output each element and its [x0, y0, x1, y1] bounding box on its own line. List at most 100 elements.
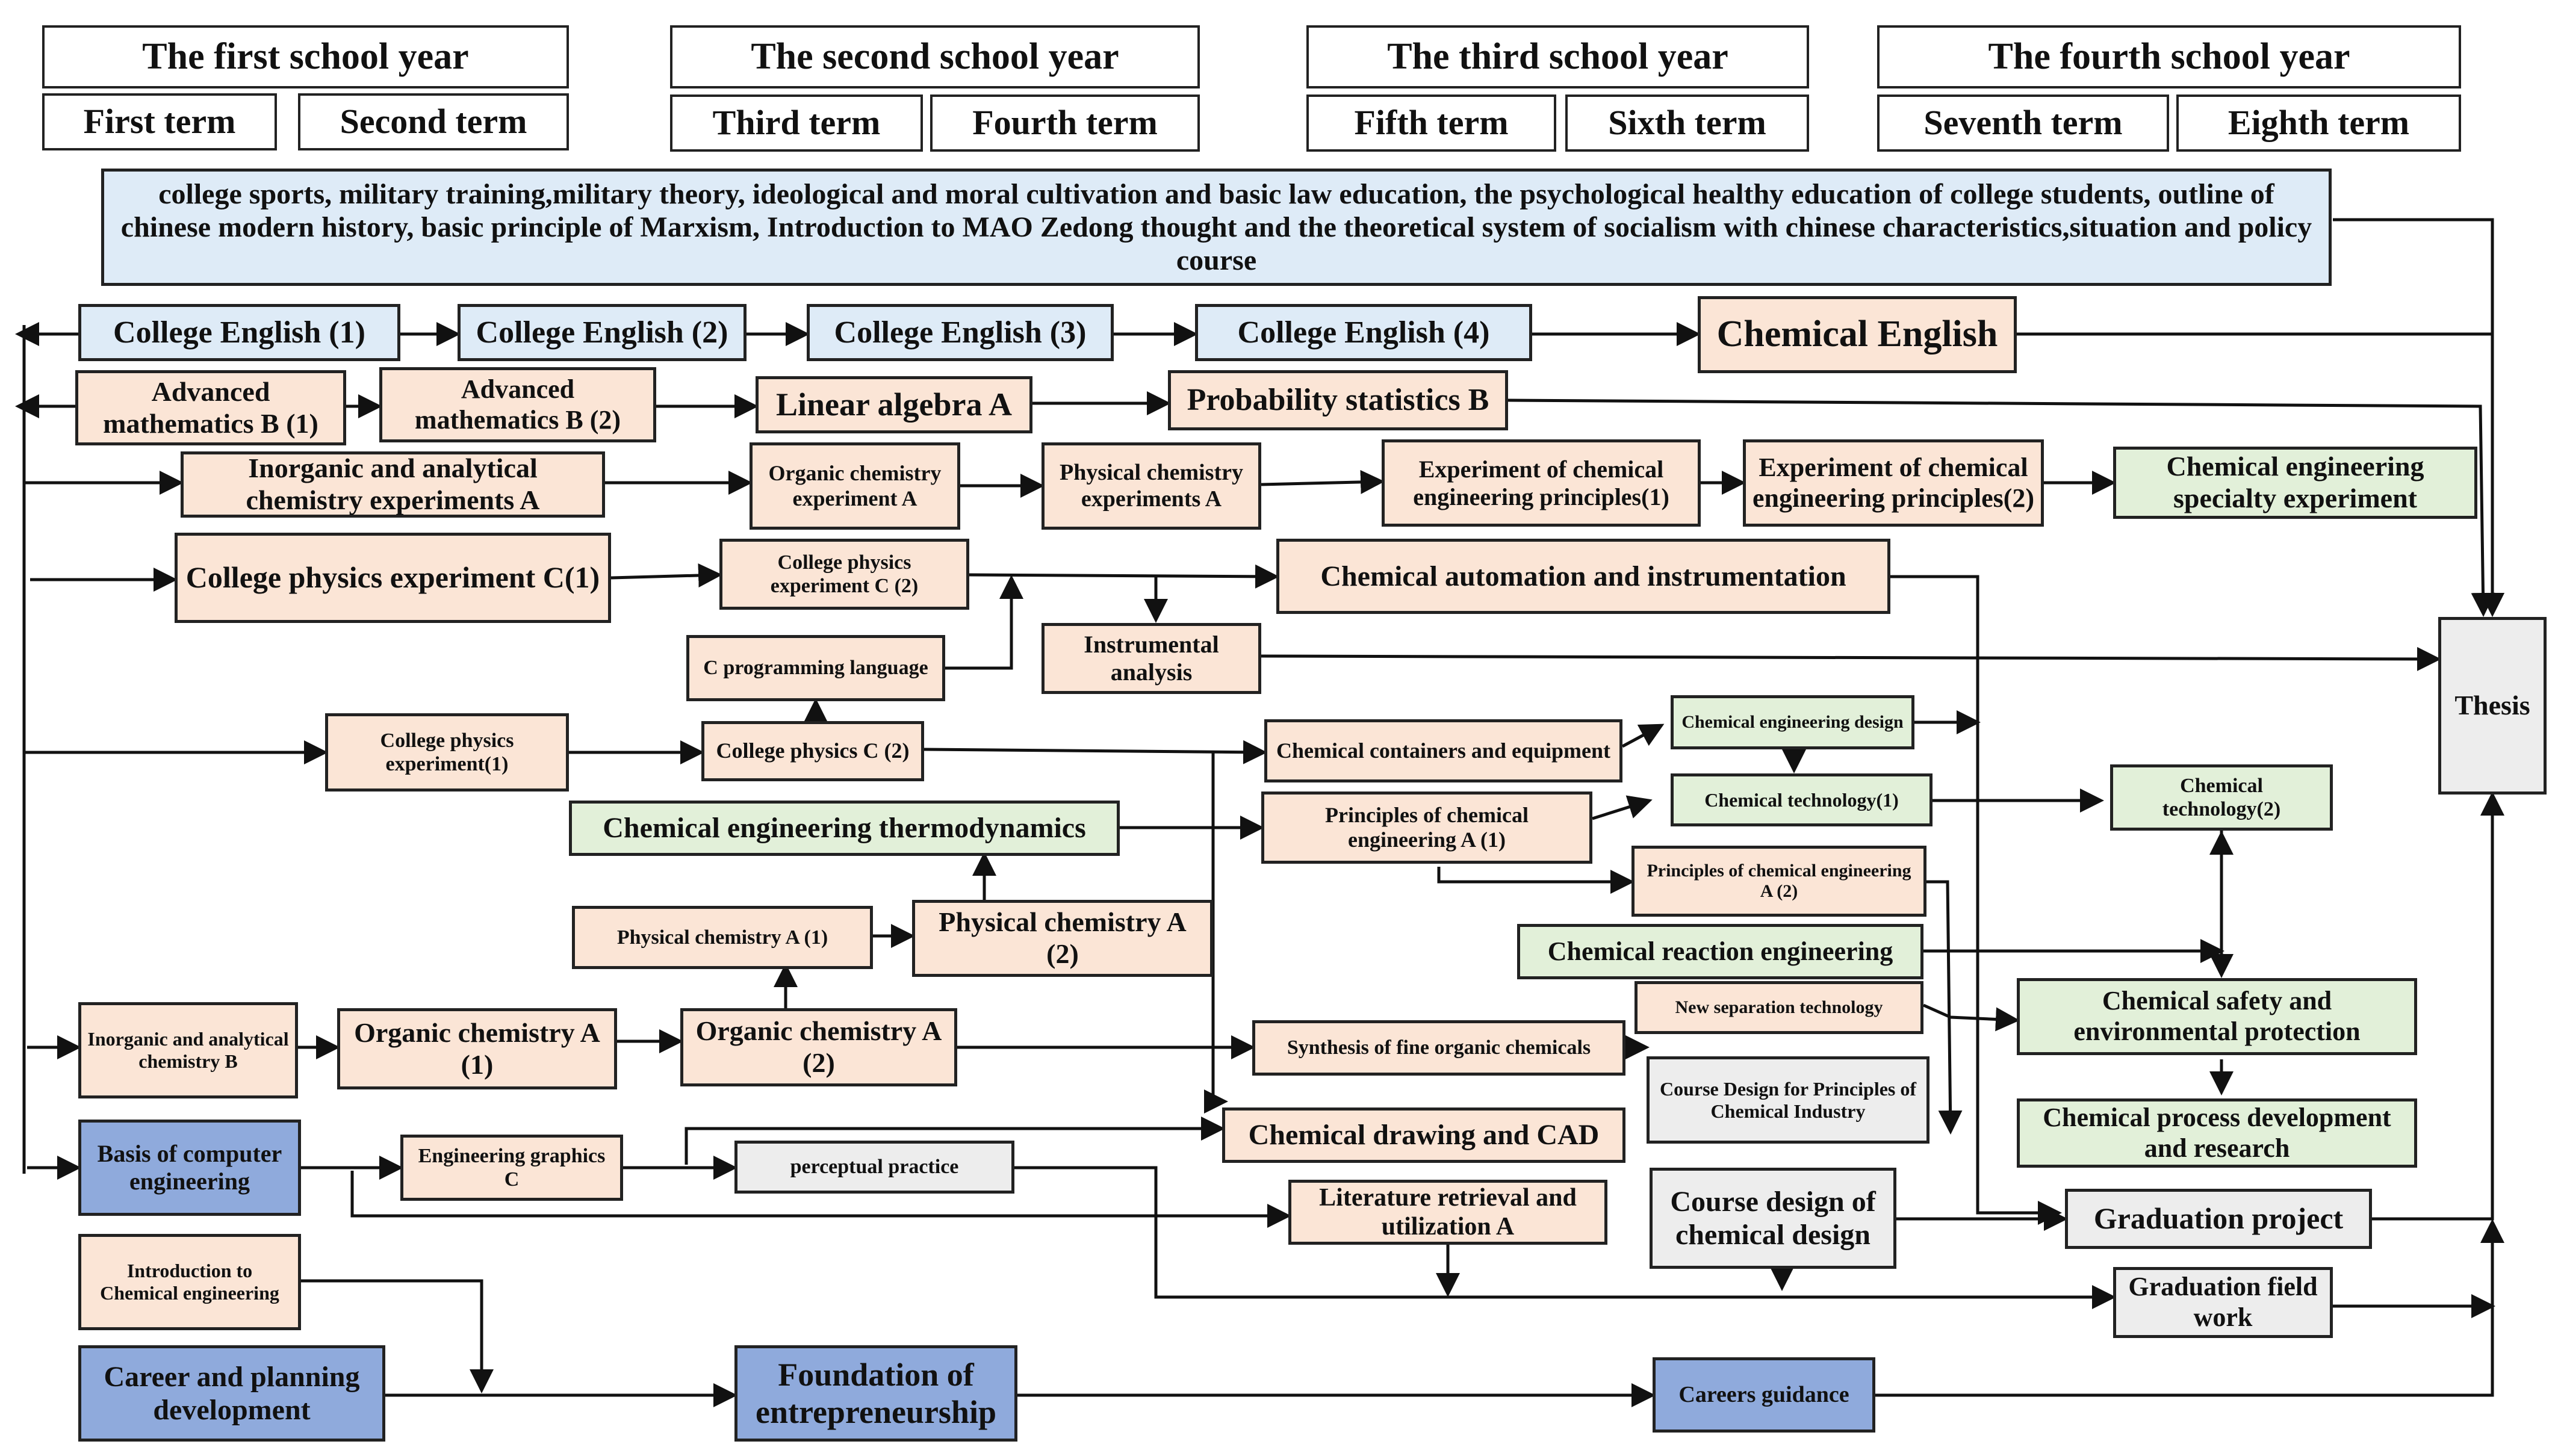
basis-computer-engineering: Basis of computer engineering — [78, 1120, 301, 1216]
principles-chem-eng-a1: Principles of chemical engineering A (1) — [1261, 792, 1592, 864]
physical-chem-experiments-a-label: Physical chemistry experiments A — [1059, 459, 1243, 512]
c-programming-language: C programming language — [686, 635, 945, 701]
linear-algebra-a: Linear algebra A — [756, 376, 1032, 433]
probability-statistics-b: Probability statistics B — [1168, 370, 1508, 430]
exp-chem-eng-principles-1: Experiment of chemical engineering princ… — [1382, 439, 1701, 527]
term2-label: Second term — [340, 102, 527, 141]
term8-label: Eighth term — [2227, 103, 2410, 143]
perceptual-practice-label: perceptual practice — [790, 1156, 959, 1179]
year2-label: The second school year — [751, 36, 1119, 77]
introduction-chemical-engineering: Introduction to Chemical engineering — [78, 1234, 301, 1330]
term6-label: Sixth term — [1608, 103, 1766, 143]
college-english-2: College English (2) — [458, 304, 747, 361]
inorganic-analytical-chem-b: Inorganic and analytical chemistry B — [78, 1002, 298, 1098]
foundation-of-entrepreneurship-label: Foundation of entrepreneurship — [755, 1356, 997, 1430]
college-english-4-label: College English (4) — [1237, 315, 1490, 350]
term4-header: Fourth term — [930, 94, 1200, 152]
term7-header: Seventh term — [1877, 94, 2169, 152]
year4-header: The fourth school year — [1877, 25, 2461, 88]
inorganic-analytical-chem-exp-a-label: Inorganic and analytical chemistry exper… — [246, 453, 540, 515]
college-physics-experiment-c1: College physics experiment C(1) — [175, 533, 611, 623]
chem-reaction-engineering-label: Chemical reaction engineering — [1547, 936, 1893, 966]
exp-chem-eng-principles-2: Experiment of chemical engineering princ… — [1743, 439, 2044, 527]
principles-chem-eng-a2: Principles of chemical engineering A (2) — [1631, 846, 1926, 917]
term5-header: Fifth term — [1306, 94, 1556, 152]
physical-chemistry-a2-label: Physical chemistry A (2) — [939, 906, 1187, 969]
physical-chem-experiments-a: Physical chemistry experiments A — [1042, 442, 1261, 530]
course-design-chemical-design: Course design of chemical design — [1650, 1168, 1896, 1269]
exp-chem-eng-principles-2-label: Experiment of chemical engineering princ… — [1752, 452, 2035, 513]
chem-process-development-research: Chemical process development and researc… — [2017, 1098, 2417, 1168]
careers-guidance-label: Careers guidance — [1678, 1381, 1849, 1407]
college-physics-experiment-c1-label: College physics experiment C(1) — [185, 560, 600, 595]
chem-engineering-design-label: Chemical engineering design — [1681, 711, 1904, 732]
instrumental-analysis-label: Instrumental analysis — [1084, 631, 1219, 686]
year1-header: The first school year — [42, 25, 569, 88]
college-physics-experiment-c2-label: College physics experiment C (2) — [770, 551, 919, 597]
year3-label: The third school year — [1387, 36, 1728, 77]
instrumental-analysis: Instrumental analysis — [1042, 623, 1261, 694]
career-planning-development: Career and planning development — [78, 1345, 385, 1442]
term1-header: First term — [42, 93, 277, 150]
chem-reaction-engineering: Chemical reaction engineering — [1517, 924, 1923, 979]
college-physics-experiment-1-label: College physics experiment(1) — [380, 729, 514, 775]
college-physics-c2-label: College physics C (2) — [716, 739, 910, 763]
organic-chemistry-a2-label: Organic chemistry A (2) — [695, 1015, 942, 1078]
general-education-courses: college sports, military training,milita… — [101, 169, 2332, 286]
new-separation-technology: New separation technology — [1635, 981, 1923, 1034]
college-english-4: College English (4) — [1195, 304, 1532, 361]
organic-chem-experiment-a-label: Organic chemistry experiment A — [768, 461, 942, 510]
graduation-field-work: Graduation field work — [2113, 1267, 2333, 1338]
probability-statistics-b-label: Probability statistics B — [1187, 383, 1489, 418]
career-planning-development-label: Career and planning development — [104, 1360, 360, 1426]
chemical-drawing-cad-label: Chemical drawing and CAD — [1248, 1119, 1600, 1151]
term6-header: Sixth term — [1565, 94, 1809, 152]
advanced-math-b1-label: Advanced mathematics B (1) — [103, 376, 318, 439]
literature-retrieval-utilization-a: Literature retrieval and utilization A — [1288, 1180, 1607, 1245]
foundation-of-entrepreneurship: Foundation of entrepreneurship — [734, 1345, 1017, 1442]
introduction-chemical-engineering-label: Introduction to Chemical engineering — [100, 1260, 279, 1304]
college-english-1: College English (1) — [78, 304, 400, 361]
basis-computer-engineering-label: Basis of computer engineering — [97, 1140, 282, 1195]
organic-chemistry-a1-label: Organic chemistry A (1) — [354, 1017, 600, 1080]
college-english-3-label: College English (3) — [834, 315, 1087, 350]
physical-chemistry-a1-label: Physical chemistry A (1) — [616, 926, 828, 949]
thesis-label: Thesis — [2454, 690, 2530, 721]
physical-chemistry-a2: Physical chemistry A (2) — [912, 900, 1213, 977]
organic-chemistry-a2: Organic chemistry A (2) — [680, 1008, 957, 1086]
inorganic-analytical-chem-exp-a: Inorganic and analytical chemistry exper… — [181, 451, 605, 518]
c-programming-language-label: C programming language — [703, 657, 928, 680]
chem-eng-specialty-experiment-label: Chemical engineering specialty experimen… — [2166, 451, 2424, 513]
synthesis-fine-organic-chemicals-label: Synthesis of fine organic chemicals — [1287, 1036, 1591, 1059]
term8-header: Eighth term — [2176, 94, 2461, 152]
chem-automation-instrumentation: Chemical automation and instrumentation — [1276, 539, 1890, 614]
linear-algebra-a-label: Linear algebra A — [775, 386, 1012, 423]
chem-containers-equipment-label: Chemical containers and equipment — [1276, 738, 1610, 763]
chemical-english-label: Chemical English — [1716, 314, 1998, 355]
physical-chemistry-a1: Physical chemistry A (1) — [572, 906, 873, 969]
year2-header: The second school year — [670, 25, 1200, 88]
year4-label: The fourth school year — [1988, 36, 2350, 77]
general-education-label: college sports, military training,milita… — [120, 178, 2312, 277]
chem-eng-specialty-experiment: Chemical engineering specialty experimen… — [2113, 447, 2477, 519]
term5-label: Fifth term — [1354, 103, 1509, 143]
advanced-math-b1: Advanced mathematics B (1) — [75, 370, 346, 445]
chem-containers-equipment: Chemical containers and equipment — [1264, 719, 1622, 782]
new-separation-technology-label: New separation technology — [1675, 997, 1883, 1017]
college-physics-c2: College physics C (2) — [701, 721, 924, 781]
course-design-chemical-design-label: Course design of chemical design — [1670, 1185, 1876, 1251]
college-english-2-label: College English (2) — [476, 315, 728, 350]
thesis: Thesis — [2438, 617, 2547, 795]
perceptual-practice: perceptual practice — [734, 1141, 1014, 1194]
engineering-graphics-c: Engineering graphics C — [400, 1135, 623, 1201]
careers-guidance: Careers guidance — [1653, 1357, 1875, 1433]
year3-header: The third school year — [1306, 25, 1809, 88]
chemical-english: Chemical English — [1698, 296, 2017, 373]
advanced-math-b2: Advanced mathematics B (2) — [379, 367, 656, 442]
chem-engineering-thermodynamics-label: Chemical engineering thermodynamics — [603, 812, 1086, 844]
chem-technology-1: Chemical technology(1) — [1671, 773, 1933, 826]
chem-safety-environmental-protection: Chemical safety and environmental protec… — [2017, 978, 2417, 1055]
chem-technology-2-label: Chemical technology(2) — [2162, 774, 2281, 820]
